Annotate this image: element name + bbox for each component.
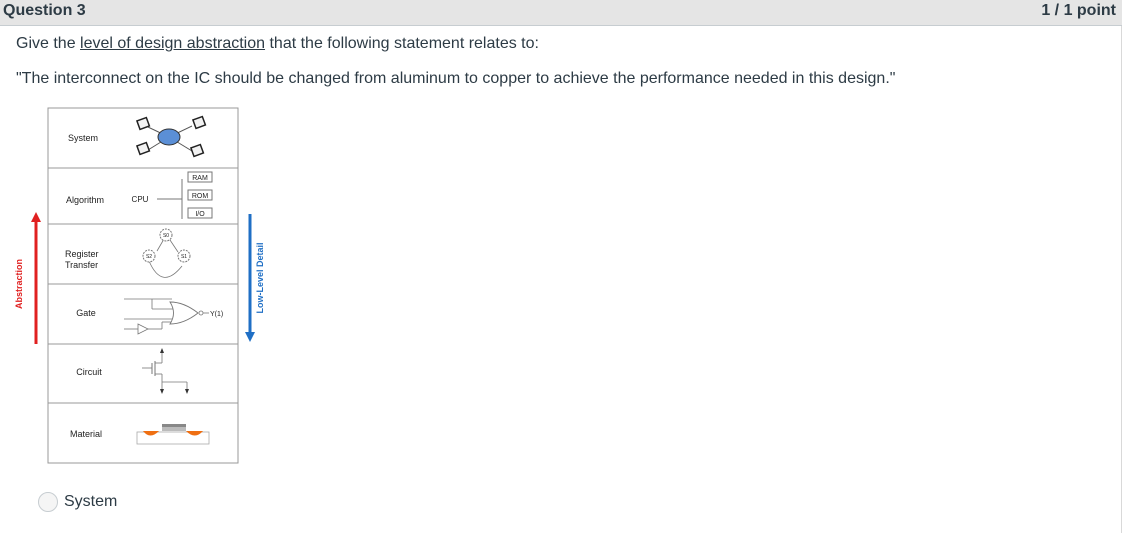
abstraction-levels-figure: Abstraction Low-Level Detail System Algo…: [12, 106, 272, 466]
level-material: Material: [70, 429, 102, 439]
question-title: Question 3: [3, 2, 86, 19]
level-circuit: Circuit: [76, 367, 102, 377]
level-register-line1: Register: [65, 249, 99, 259]
state-s1-label: S1: [181, 254, 187, 260]
ram-label: RAM: [192, 175, 208, 182]
material-cross-section-icon: [136, 424, 210, 445]
answer-option-label[interactable]: System: [64, 493, 118, 510]
abstraction-axis-label: Abstraction: [14, 259, 24, 309]
question-points: 1 / 1 point: [1041, 2, 1116, 19]
network-icon: [135, 115, 207, 158]
state-s2-label: S2: [146, 254, 152, 260]
detail-down-arrowhead: [245, 332, 255, 342]
level-algorithm: Algorithm: [66, 195, 104, 205]
prompt-text-after: that the following statement relates to:: [265, 35, 539, 52]
rom-block: [187, 189, 213, 201]
state-diagram: [142, 228, 191, 278]
io-label: I/O: [195, 211, 205, 218]
question-header: Question 3 1 / 1 point: [0, 0, 1122, 26]
level-gate: Gate: [76, 308, 96, 318]
ram-block: [187, 171, 213, 183]
state-s0-label: S0: [163, 233, 169, 239]
design-abstraction-link[interactable]: level of design abstraction: [80, 35, 266, 52]
abstraction-up-arrowhead: [31, 212, 41, 222]
question-statement: "The interconnect on the IC should be ch…: [16, 70, 896, 87]
answer-option[interactable]: System: [38, 491, 117, 513]
rom-label: ROM: [192, 193, 209, 200]
prompt-text-before: Give the: [16, 35, 81, 52]
cpu-label: CPU: [132, 195, 149, 204]
question-prompt: Give the level of design abstraction tha…: [16, 35, 539, 53]
level-register-line2: Transfer: [65, 260, 98, 270]
io-block: [187, 207, 213, 219]
logic-gate-icon: [124, 298, 209, 335]
question-body: Give the level of design abstraction tha…: [0, 26, 1122, 533]
levels-table: [47, 107, 239, 464]
answer-radio-button[interactable]: [38, 492, 58, 512]
transistor-icon: [142, 348, 189, 394]
detail-axis-label: Low-Level Detail: [255, 242, 265, 313]
gate-output-label: Y(1): [210, 311, 223, 318]
abstraction-diagram: Abstraction Low-Level Detail System Algo…: [14, 107, 265, 464]
level-system: System: [68, 133, 98, 143]
